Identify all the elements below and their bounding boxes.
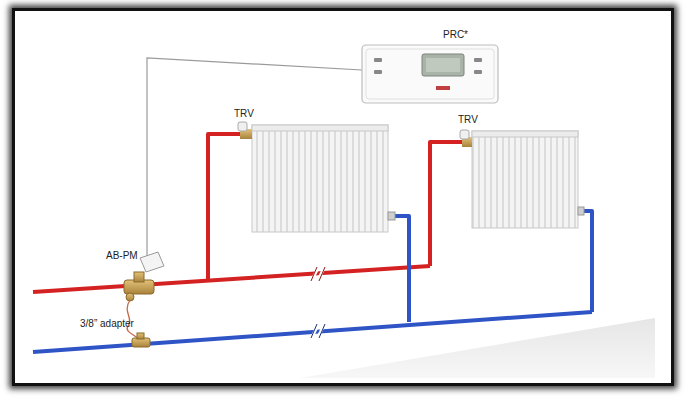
- pipe-break: [312, 268, 324, 337]
- lockshield: [388, 212, 395, 220]
- pipe-break: [311, 267, 325, 281]
- part-label: 3/8” adapter: [80, 318, 134, 330]
- radiator: [472, 131, 578, 228]
- trv-valve: [238, 122, 252, 139]
- supply-pipe: [33, 134, 466, 292]
- lockshield: [578, 207, 584, 215]
- thermostat: [362, 45, 498, 103]
- return-pipe: [33, 211, 592, 352]
- part-label: TRV: [458, 114, 478, 126]
- part-label: TRV: [234, 108, 254, 120]
- radiator: [252, 125, 388, 232]
- floor-plane: [300, 318, 655, 378]
- trv-valve: [460, 130, 472, 147]
- adapter-fitting: [132, 333, 150, 347]
- part-label: PRC*: [443, 29, 468, 41]
- pipe-break: [311, 324, 325, 338]
- part-label: AB-PM: [106, 250, 138, 262]
